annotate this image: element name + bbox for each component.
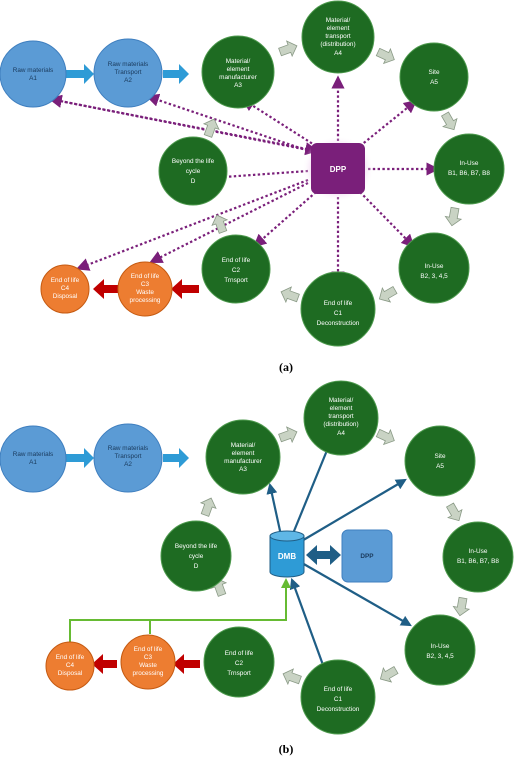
- red-flow-arrows-b: [92, 654, 200, 674]
- red-flow-arrows: [93, 279, 199, 299]
- cycle-arrows: [202, 40, 463, 304]
- dmb-spokes: [266, 440, 412, 666]
- dpp-label: DPP: [330, 165, 347, 174]
- dpp-box: DPP: [341, 529, 393, 583]
- cycle-arrows-b: [199, 426, 471, 686]
- dpp-spokes: [48, 75, 440, 285]
- dmb-dpp-arrow: [306, 545, 341, 565]
- dmb-label: DMB: [278, 552, 296, 561]
- caption-b: (b): [279, 742, 294, 756]
- feedback-lines: [69, 578, 291, 645]
- dpp-box-label: DPP: [360, 553, 374, 560]
- dmb-database: DMB: [269, 530, 305, 578]
- dpp-hub: DPP: [302, 136, 374, 202]
- blue-flow-arrows-b: [66, 448, 189, 468]
- blue-flow-arrows: [66, 64, 189, 84]
- caption-a: (a): [279, 360, 293, 374]
